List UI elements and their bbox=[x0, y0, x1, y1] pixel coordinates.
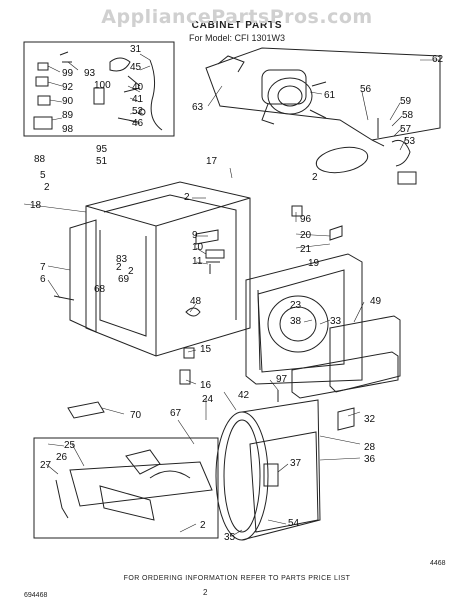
part-callout: 21 bbox=[300, 244, 312, 255]
part-callout: 97 bbox=[276, 374, 288, 385]
part-callout: 15 bbox=[200, 344, 212, 355]
part-callout: 42 bbox=[238, 390, 250, 401]
page-number: 2 bbox=[203, 588, 208, 597]
part-callout: 68 bbox=[94, 284, 106, 295]
part-callout: 18 bbox=[30, 200, 42, 211]
part-callout: 26 bbox=[56, 452, 68, 463]
idler-assembly bbox=[371, 118, 417, 185]
part-callout: 63 bbox=[192, 102, 204, 113]
ordering-info-footer: FOR ORDERING INFORMATION REFER TO PARTS … bbox=[123, 575, 351, 582]
part-callout: 48 bbox=[190, 296, 202, 307]
part-callout: 19 bbox=[308, 258, 320, 269]
part-callout: 2 bbox=[44, 182, 50, 193]
part-callout: 28 bbox=[364, 442, 376, 453]
part-callout: 33 bbox=[330, 316, 342, 327]
part-callout: 98 bbox=[62, 124, 74, 135]
part-callout: 2 bbox=[128, 266, 134, 277]
part-callout: 53 bbox=[404, 136, 416, 147]
part-callout: 2 bbox=[184, 192, 190, 203]
motor-frame-outline bbox=[205, 47, 441, 141]
part-callout: 32 bbox=[364, 414, 376, 425]
part-callout: 59 bbox=[400, 96, 412, 107]
part-callout: 49 bbox=[370, 296, 382, 307]
part-callout: 5 bbox=[40, 170, 46, 181]
heater-assembly bbox=[55, 449, 213, 521]
part-callout: 62 bbox=[432, 54, 444, 65]
burner-bracket bbox=[67, 401, 105, 419]
toe-panel bbox=[329, 315, 401, 393]
part-callout: 56 bbox=[360, 84, 372, 95]
part-callout: 2 bbox=[312, 172, 318, 183]
part-callout: 70 bbox=[130, 410, 142, 421]
diagram-code-left: 694468 bbox=[24, 592, 48, 599]
small-parts-group bbox=[33, 51, 163, 131]
part-callout: 10 bbox=[192, 242, 204, 253]
part-callout: 88 bbox=[34, 154, 46, 165]
front-panel bbox=[245, 253, 363, 385]
part-callout: 24 bbox=[202, 394, 214, 405]
part-callout: 83 bbox=[116, 254, 128, 265]
part-callout: 45 bbox=[130, 62, 142, 73]
right-side-bracket bbox=[337, 407, 355, 431]
leader-lines bbox=[23, 53, 440, 537]
watermark: AppliancePartsPros.com bbox=[101, 6, 373, 28]
small-parts-inset bbox=[23, 41, 175, 137]
drum-assembly bbox=[215, 399, 321, 541]
diagram-code-right: 4468 bbox=[430, 560, 446, 567]
part-callout: 61 bbox=[324, 90, 336, 101]
part-callout: 69 bbox=[118, 274, 130, 285]
part-callout: 35 bbox=[224, 532, 236, 543]
part-callout: 7 bbox=[40, 262, 46, 273]
part-callout: 96 bbox=[300, 214, 312, 225]
part-callout: 46 bbox=[132, 118, 144, 129]
part-callout: 93 bbox=[84, 68, 96, 79]
part-callout: 27 bbox=[40, 460, 52, 471]
part-callout: 92 bbox=[62, 82, 74, 93]
part-callout: 100 bbox=[94, 80, 111, 91]
part-callout: 17 bbox=[206, 156, 218, 167]
part-callout: 6 bbox=[40, 274, 46, 285]
lower-inset bbox=[33, 437, 219, 539]
part-callout: 95 bbox=[96, 144, 108, 155]
kick-panel bbox=[291, 351, 399, 399]
part-callout: 89 bbox=[62, 110, 74, 121]
part-callout: 57 bbox=[400, 124, 412, 135]
part-callout: 51 bbox=[96, 156, 108, 167]
part-callout: 90 bbox=[62, 96, 74, 107]
part-callout: 20 bbox=[300, 230, 312, 241]
part-callout: 2 bbox=[200, 520, 206, 531]
part-callout: 38 bbox=[290, 316, 302, 327]
diagram-subtitle: For Model: CFI 1301W3 bbox=[188, 33, 286, 43]
part-callout: 25 bbox=[64, 440, 76, 451]
part-callout: 54 bbox=[288, 518, 300, 529]
motor-assembly bbox=[217, 55, 327, 125]
part-callout: 99 bbox=[62, 68, 74, 79]
diagram-title: CABINET PARTS bbox=[191, 20, 283, 31]
part-callout: 41 bbox=[132, 94, 144, 105]
part-callout: 11 bbox=[192, 256, 203, 267]
part-callout: 37 bbox=[290, 458, 302, 469]
callout-labels: 9992908998931003145404152466263615659585… bbox=[30, 44, 444, 543]
cabinet-brackets bbox=[179, 205, 343, 385]
cabinet bbox=[53, 181, 251, 357]
part-callout: 23 bbox=[290, 300, 302, 311]
drive-belt bbox=[315, 146, 369, 174]
part-callout: 52 bbox=[132, 106, 144, 117]
part-callout: 9 bbox=[192, 230, 198, 241]
part-callout: 2 bbox=[116, 262, 122, 273]
part-callout: 40 bbox=[132, 82, 144, 93]
part-callout: 58 bbox=[402, 110, 414, 121]
part-callout: 16 bbox=[200, 380, 212, 391]
part-callout: 36 bbox=[364, 454, 376, 465]
part-callout: 31 bbox=[130, 44, 142, 55]
part-callout: 67 bbox=[170, 408, 182, 419]
